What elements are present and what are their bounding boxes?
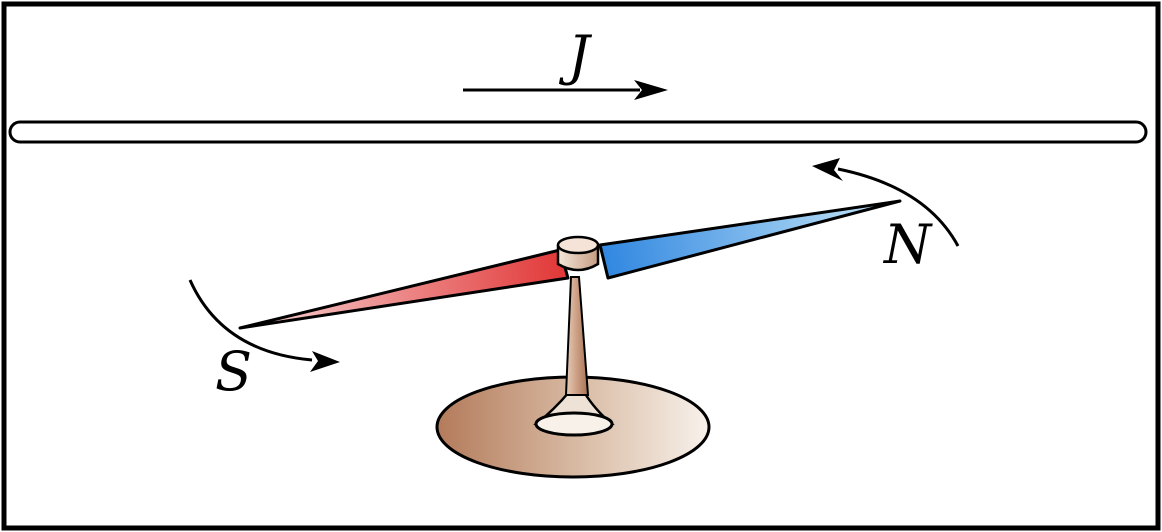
south-label: S xyxy=(215,340,252,403)
wire xyxy=(8,120,1148,144)
needle-pivot-cap xyxy=(556,235,600,272)
south-rotation-arrow xyxy=(188,279,340,372)
current-arrow xyxy=(463,80,668,100)
compass-base-collar xyxy=(534,411,614,437)
north-label: N xyxy=(882,213,933,276)
north-rotation-arrow xyxy=(812,158,960,247)
needle-north-half xyxy=(598,199,902,280)
compass-post xyxy=(564,276,590,396)
